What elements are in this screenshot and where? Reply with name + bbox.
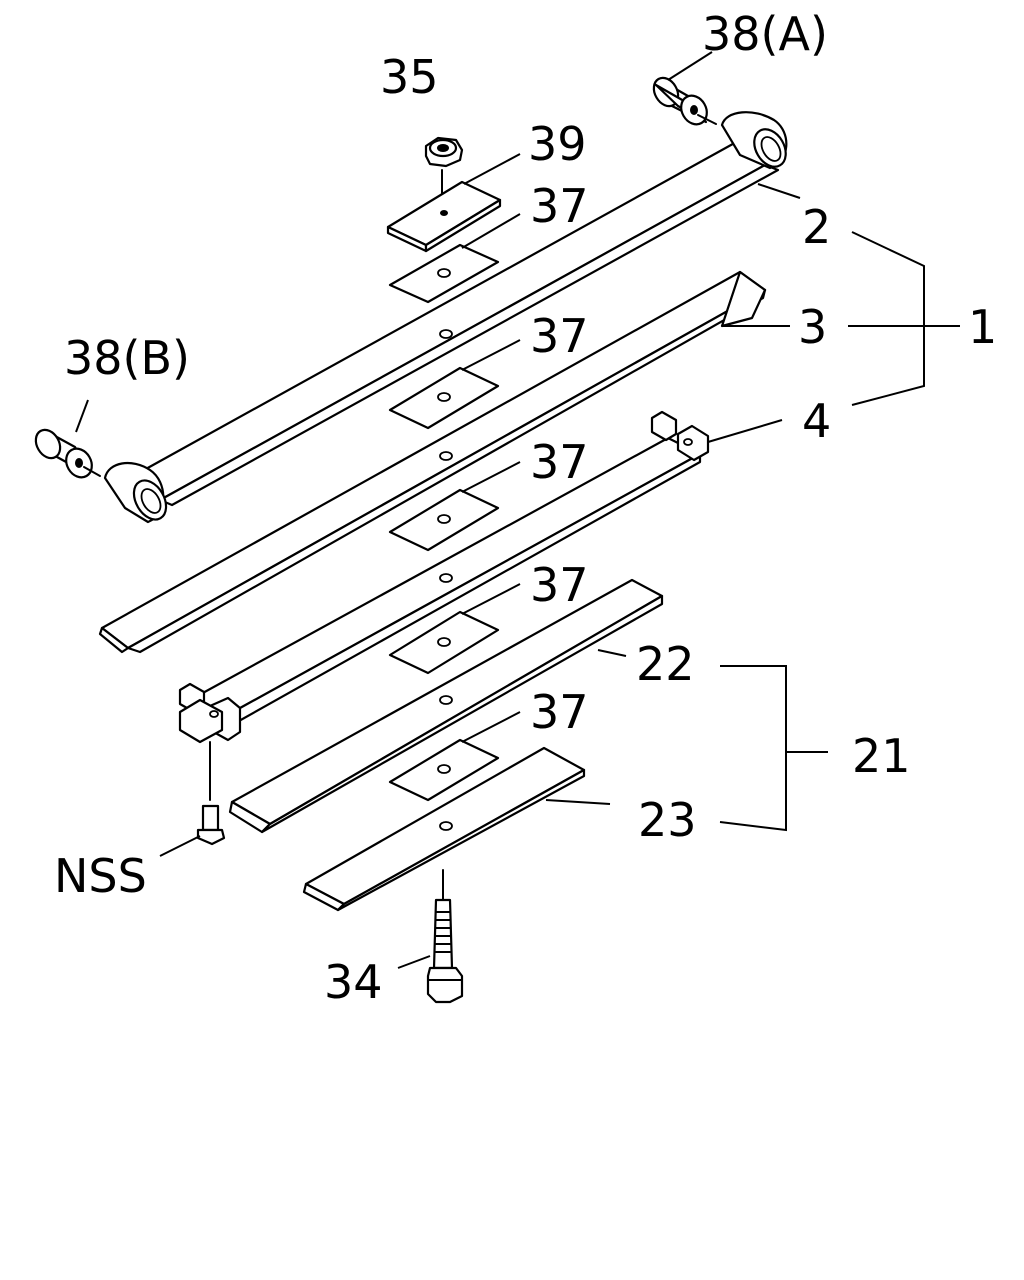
callout-22: 22 <box>636 637 695 691</box>
callout-34: 34 <box>324 955 383 1009</box>
callout-labels: 38(A) 35 39 37 2 3 1 38(B) 37 4 37 37 22… <box>54 7 997 1009</box>
callout-39: 39 <box>528 117 587 171</box>
pad-37-3 <box>388 488 500 552</box>
callout-38b: 38(B) <box>64 331 190 385</box>
main-leaf-2 <box>103 111 788 524</box>
callout-37-1: 37 <box>530 179 589 233</box>
leaf-23 <box>302 746 586 912</box>
callout-37-5: 37 <box>530 685 589 739</box>
callout-4: 4 <box>802 394 831 448</box>
callout-23: 23 <box>638 793 697 847</box>
callout-37-4: 37 <box>530 558 589 612</box>
callout-35: 35 <box>380 50 439 104</box>
bushing-38a <box>652 76 717 126</box>
pad-37-2 <box>388 366 500 430</box>
callout-nss: NSS <box>54 849 147 903</box>
callout-2: 2 <box>802 200 831 254</box>
leaf-22 <box>228 578 664 834</box>
callout-21: 21 <box>852 729 911 783</box>
callout-1: 1 <box>968 300 997 354</box>
second-leaf-3 <box>98 270 767 654</box>
callout-3: 3 <box>798 300 827 354</box>
callout-37-3: 37 <box>530 435 589 489</box>
callout-38a: 38(A) <box>702 7 828 61</box>
leader-lines <box>75 51 960 969</box>
pad-37-5 <box>388 738 500 802</box>
plate-39 <box>386 180 502 253</box>
bolt-nss <box>196 741 226 846</box>
callout-37-2: 37 <box>530 309 589 363</box>
rebound-leaf-4 <box>178 410 710 744</box>
bushing-38b <box>34 428 101 479</box>
center-bolt-34 <box>426 869 464 1004</box>
pad-37-1 <box>388 243 500 304</box>
pad-37-4 <box>388 610 500 675</box>
